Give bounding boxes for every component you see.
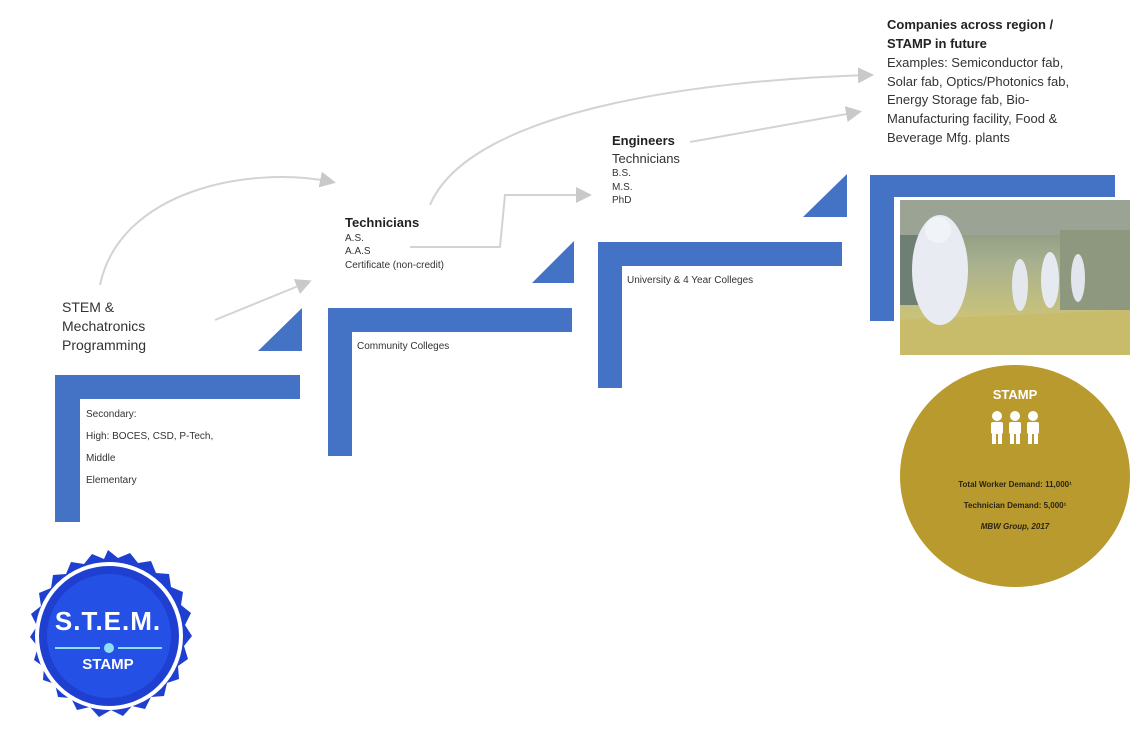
engineers-title: Engineers xyxy=(612,133,675,148)
seal-name: STAMP xyxy=(82,656,134,673)
seal-acronym: S.T.E.M. xyxy=(54,606,162,636)
step1-horizontal xyxy=(55,375,300,399)
community-colleges-label: Community Colleges xyxy=(357,341,450,352)
step1-vertical xyxy=(55,375,80,522)
arrow-tech-to-eng xyxy=(410,187,592,248)
engineers-block: Engineers Technicians B.S. M.S. PhD xyxy=(612,133,680,207)
stem-heading: STEM & Mechatronics Programming xyxy=(62,299,147,353)
technician-demand: Technician Demand: 5,000¹ xyxy=(963,500,1067,510)
step3-vertical xyxy=(598,242,622,388)
step2-horizontal xyxy=(328,308,572,332)
secondary-levels: Secondary: High: BOCES, CSD, P-Tech, Mid… xyxy=(86,409,214,486)
companies-block: Companies across region / STAMP in futur… xyxy=(887,17,1070,146)
step3-horizontal xyxy=(598,242,842,266)
arrow-stem-to-tech xyxy=(214,279,312,321)
arrow-eng-to-companies xyxy=(689,106,862,143)
technicians-title: Technicians xyxy=(345,215,420,230)
step4-horizontal xyxy=(870,175,1115,197)
total-worker-demand: Total Worker Demand: 11,000¹ xyxy=(958,480,1072,489)
arrow-stem-to-tech-upper xyxy=(99,171,336,286)
cleanroom-photo xyxy=(900,200,1130,355)
source-citation: MBW Group, 2017 xyxy=(980,521,1050,531)
university-label: University & 4 Year Colleges xyxy=(627,275,754,286)
arrow-tech-to-companies xyxy=(429,67,874,206)
step4-vertical xyxy=(870,175,894,321)
people-icon xyxy=(991,411,1039,444)
stem-stamp-seal: S.T.E.M. STAMP xyxy=(10,548,206,734)
stamp-circle-title: STAMP xyxy=(992,387,1038,402)
stamp-demand-circle: STAMP Total Worker Demand: 11,000¹ Techn… xyxy=(900,365,1130,587)
step1-triangle xyxy=(258,308,302,351)
step2-vertical xyxy=(328,308,352,456)
step2-triangle xyxy=(532,241,574,283)
step3-triangle xyxy=(803,174,847,217)
technicians-block: Technicians A.S. A.A.S Certificate (non-… xyxy=(345,215,444,271)
